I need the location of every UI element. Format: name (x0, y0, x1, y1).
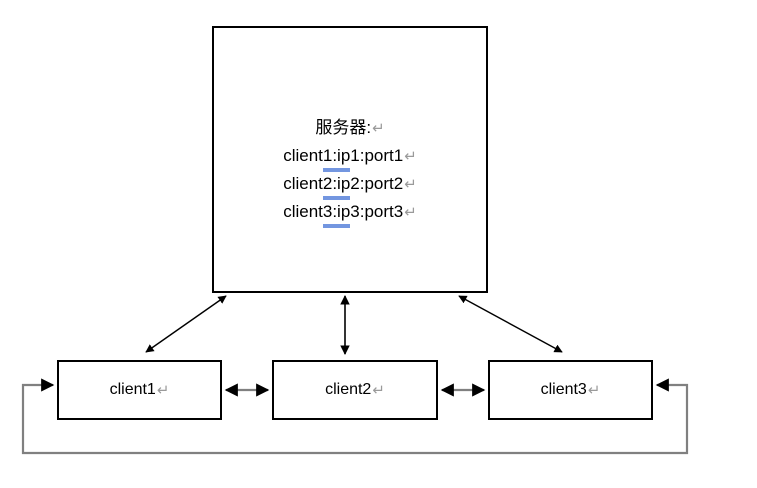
entry-highlight: 1:ip (322, 142, 351, 172)
server-title: 服务器: (315, 118, 372, 137)
connector-client1-client3-loop (21, 378, 689, 455)
client2-box[interactable]: client2↵ (272, 360, 438, 420)
entry-suffix: 1:port1 (350, 146, 404, 165)
entry-highlight: 3:ip (322, 198, 351, 228)
connector-server-client3 (458, 295, 563, 353)
client1-box[interactable]: client1↵ (57, 360, 222, 420)
server-text-block: 服务器:↵ client1:ip1:port1↵ client2:ip2:por… (214, 114, 486, 228)
entry-suffix: 3:port3 (350, 202, 404, 221)
connector-server-client1 (145, 295, 227, 353)
pilcrow-mark: ↵ (404, 204, 417, 221)
server-entry-client1: client1:ip1:port1↵ (214, 142, 486, 172)
client2-label: client2 (325, 381, 372, 398)
entry-prefix: client (283, 202, 323, 221)
pilcrow-mark: ↵ (587, 382, 601, 399)
client3-label: client3 (540, 381, 587, 398)
server-entry-client2: client2:ip2:port2↵ (214, 170, 486, 200)
pilcrow-mark: ↵ (372, 120, 385, 137)
pilcrow-mark: ↵ (404, 176, 417, 193)
server-entry-client3: client3:ip3:port3↵ (214, 198, 486, 228)
server-box[interactable]: 服务器:↵ client1:ip1:port1↵ client2:ip2:por… (212, 26, 488, 293)
client3-box[interactable]: client3↵ (488, 360, 653, 420)
entry-suffix: 2:port2 (350, 174, 404, 193)
entry-prefix: client (283, 146, 323, 165)
pilcrow-mark: ↵ (372, 382, 385, 399)
entry-prefix: client (283, 174, 323, 193)
client1-label: client1 (109, 381, 156, 398)
pilcrow-mark: ↵ (156, 382, 170, 399)
pilcrow-mark: ↵ (404, 148, 417, 165)
entry-highlight: 2:ip (322, 170, 351, 200)
server-title-line: 服务器:↵ (214, 114, 486, 142)
